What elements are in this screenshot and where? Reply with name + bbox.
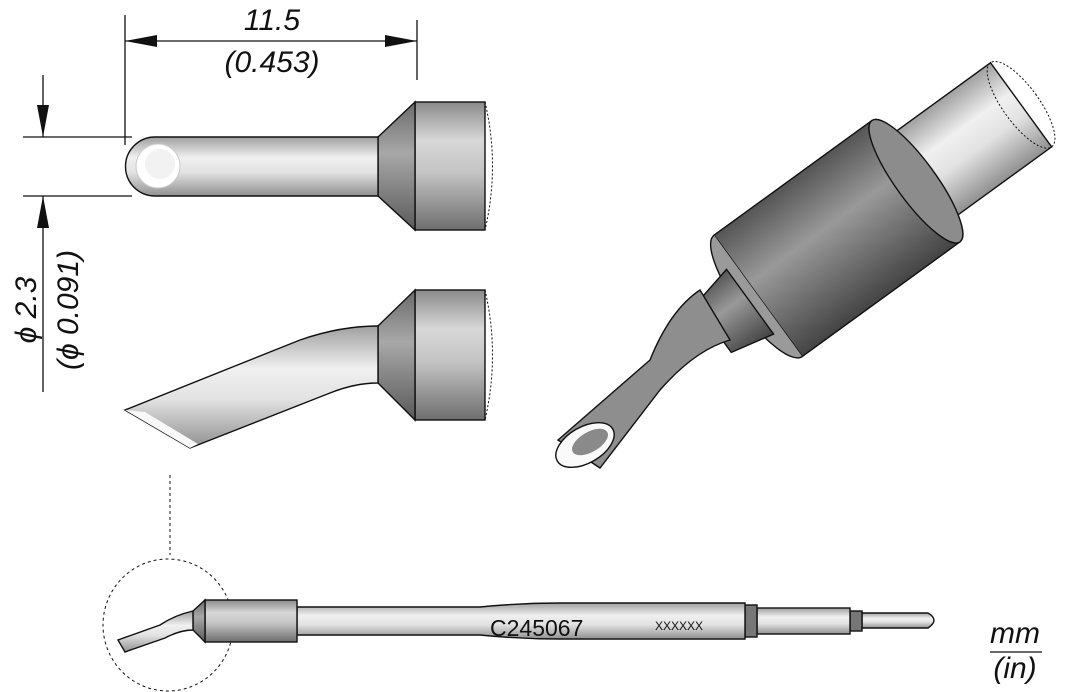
tip-3d-view — [695, 60, 1056, 359]
arrow-left-icon — [125, 35, 157, 47]
cartridge-full-view: C245067 XXXXXX — [116, 598, 935, 653]
arrow-right-icon — [385, 35, 417, 47]
units-legend: mm (in) — [990, 617, 1042, 685]
length-in-label: (0.453) — [224, 46, 319, 79]
diameter-in-label: (ϕ 0.091) — [52, 250, 85, 370]
tip-3d-nozzle — [555, 289, 732, 469]
length-mm-label: 11.5 — [244, 4, 300, 37]
length-dimension: 11.5 (0.453) — [124, 4, 418, 145]
tip-top-view — [124, 100, 493, 232]
unit-mm-label: mm — [990, 617, 1040, 650]
part-number-label: C245067 — [490, 615, 583, 641]
tip-side-view — [123, 288, 493, 449]
arrow-down-icon — [37, 105, 49, 137]
serial-placeholder-label: XXXXXX — [655, 619, 703, 633]
unit-in-label: (in) — [993, 652, 1036, 685]
diameter-mm-label: ϕ 2.3 — [10, 276, 43, 343]
arrow-up-icon — [37, 196, 49, 228]
diameter-dimension: ϕ 2.3 (ϕ 0.091) — [10, 75, 132, 392]
